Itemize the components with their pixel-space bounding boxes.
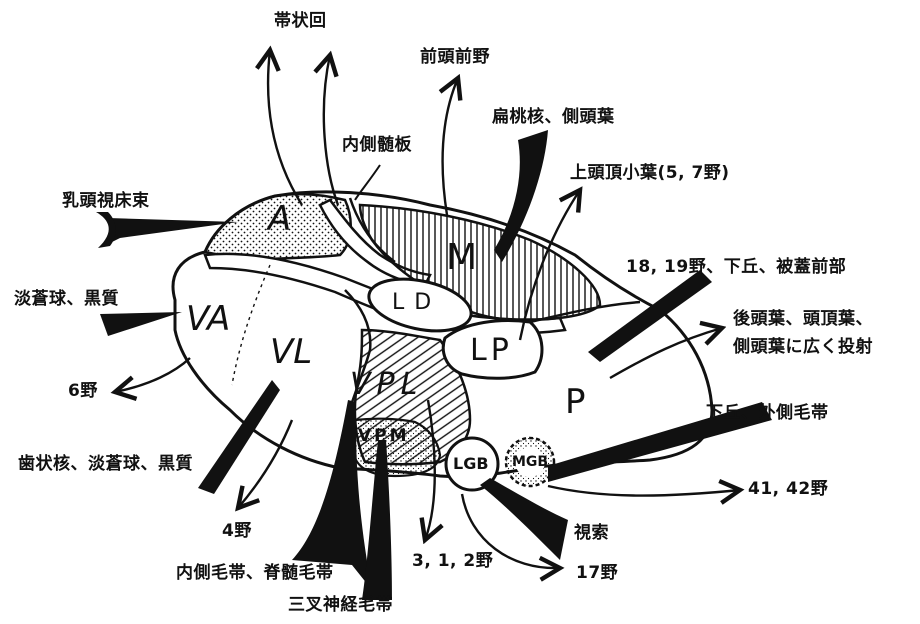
- arrow-to-cingulate-1: [268, 50, 302, 205]
- nucleus-vpm-label: VPM: [358, 428, 410, 445]
- label-posterior-cortex-2: 側頭葉に広く投射: [733, 338, 873, 357]
- nucleus-m-label: M: [446, 240, 477, 276]
- label-inferior-colliculus: 下丘、外側毛帯: [706, 404, 829, 423]
- wedge-mammillothalamic-tail: [96, 212, 116, 248]
- nucleus-lp-label: LP: [470, 336, 513, 366]
- nucleus-p-label: P: [565, 385, 586, 419]
- nucleus-lgb-label: LGB: [453, 456, 489, 472]
- arrow-to-area41-42: [548, 486, 740, 496]
- label-area312: 3, 1, 2野: [412, 552, 493, 571]
- nucleus-va-label: VA: [186, 302, 230, 336]
- nucleus-mgb-label: MGB: [512, 455, 548, 469]
- arrow-to-prefrontal: [443, 78, 458, 215]
- label-medial-lemniscus: 内側毛帯、脊髄毛帯: [176, 564, 334, 583]
- label-cingulate: 帯状回: [274, 12, 327, 31]
- nucleus-vl-label: VL: [270, 335, 312, 369]
- label-pallidum-nigra: 淡蒼球、黒質: [14, 290, 119, 309]
- label-prefrontal: 前頭前野: [420, 48, 490, 67]
- arrow-to-area6: [115, 358, 190, 392]
- label-optic-tract: 視索: [574, 524, 609, 543]
- nucleus-a-label: A: [268, 202, 291, 236]
- arrow-to-cingulate-2: [324, 55, 338, 205]
- label-area4: 4野: [222, 522, 252, 541]
- nucleus-vpl-label: VPL: [350, 370, 423, 400]
- label-dentate-pallidum-nigra: 歯状核、淡蒼球、黒質: [18, 455, 193, 474]
- label-area6: 6野: [68, 382, 98, 401]
- label-trigeminal: 三叉神経毛帯: [288, 596, 393, 615]
- nucleus-ld-label: LD: [392, 292, 441, 314]
- label-area17: 17野: [576, 564, 618, 583]
- label-area41-42: 41, 42野: [748, 480, 828, 499]
- label-mammillothalamic: 乳頭視床束: [62, 192, 150, 211]
- wedge-pallidum-nigra: [100, 312, 182, 336]
- label-internal-lamina: 内側髄板: [342, 136, 412, 155]
- label-posterior-cortex-1: 後頭葉、頭頂葉、: [733, 310, 873, 329]
- label-superior-parietal: 上頭頂小葉(5, 7野): [570, 164, 730, 183]
- label-area18-19: 18, 19野、下丘、被蓋前部: [626, 258, 846, 277]
- label-amygdala-temporal: 扁桃核、側頭葉: [492, 108, 615, 127]
